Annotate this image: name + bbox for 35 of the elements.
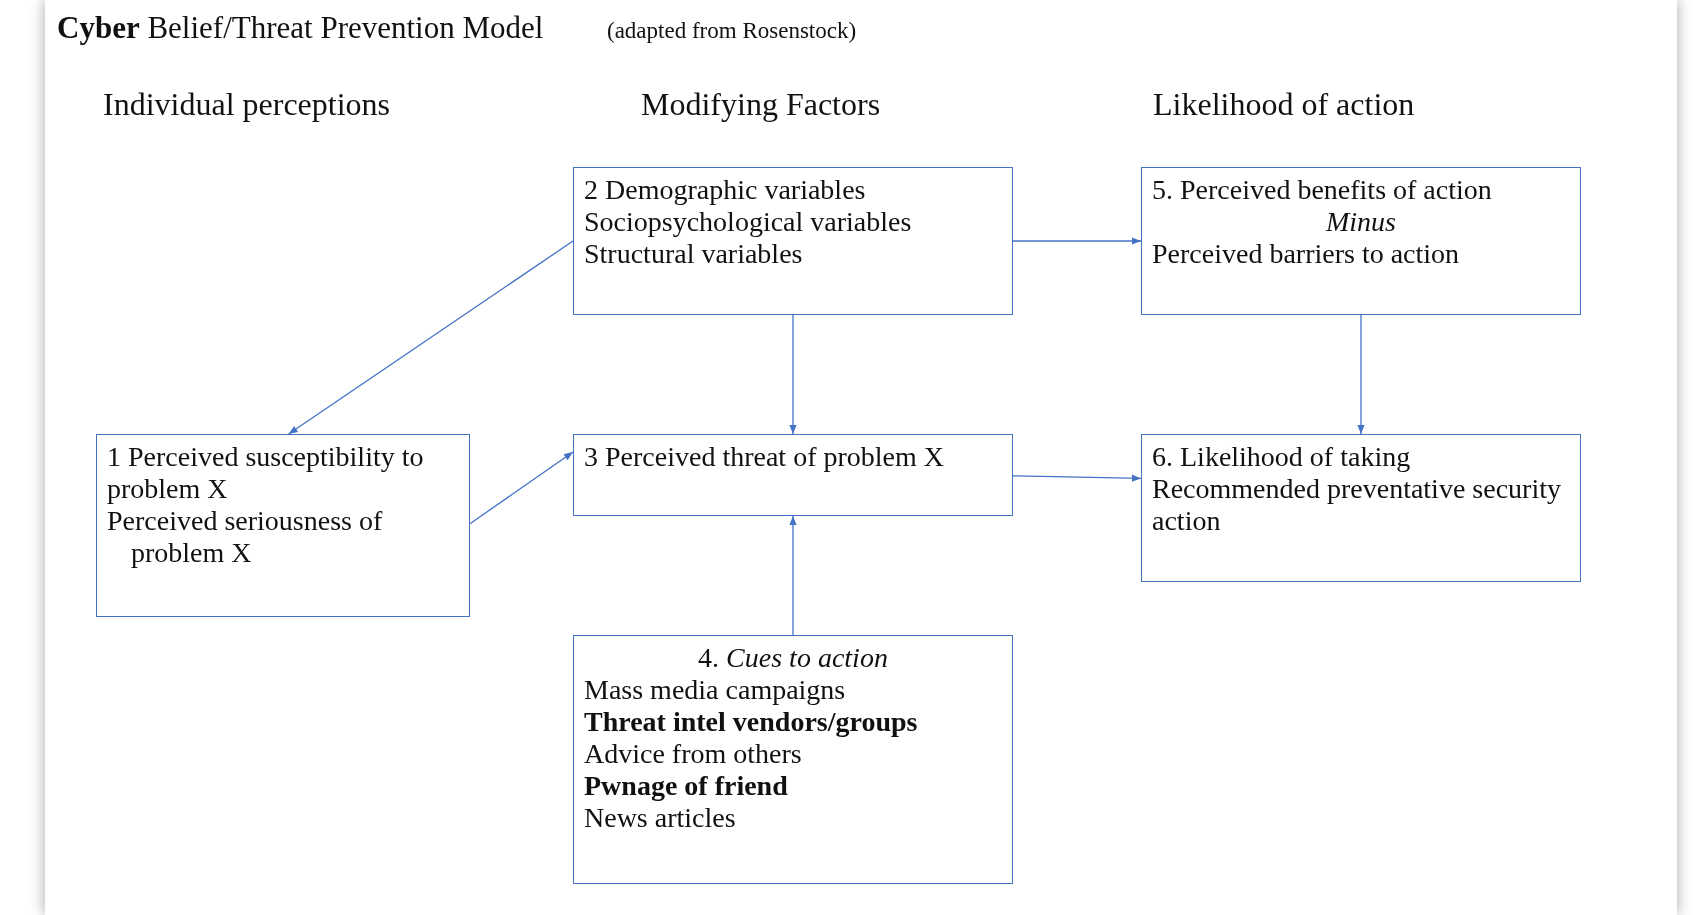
node-text: Threat intel vendors/groups bbox=[584, 706, 919, 738]
node-text: 4. Cues to action bbox=[697, 642, 889, 674]
node-text: 2 Demographic variables bbox=[584, 174, 867, 206]
process-box bbox=[573, 635, 1013, 884]
arrow bbox=[287, 240, 574, 435]
column-heading: Modifying Factors bbox=[641, 86, 881, 123]
process-box bbox=[1141, 167, 1581, 315]
node-text: 1 Perceived susceptibility to problem X bbox=[107, 441, 425, 505]
arrow bbox=[1357, 314, 1365, 435]
process-box bbox=[96, 434, 470, 617]
node-text: 5. Perceived benefits of action bbox=[1152, 174, 1493, 206]
process-box bbox=[1141, 434, 1581, 582]
node-text: Advice from others bbox=[584, 738, 803, 770]
diagram-title: Cyber Belief/Threat Prevention Model bbox=[57, 10, 544, 46]
node-text: Perceived barriers to action bbox=[1152, 238, 1461, 270]
node-text: Mass media campaigns bbox=[584, 674, 847, 706]
node-text: Minus bbox=[1324, 206, 1397, 238]
process-box bbox=[573, 167, 1013, 315]
node-text: Recommended preventative security action bbox=[1152, 473, 1562, 537]
node-text: Structural variables bbox=[584, 238, 804, 270]
node-text: News articles bbox=[584, 802, 737, 834]
arrow bbox=[469, 451, 574, 525]
node-text: 3 Perceived threat of problem X bbox=[584, 441, 945, 473]
process-box bbox=[573, 434, 1013, 516]
node-text: Sociopsychological variables bbox=[584, 206, 913, 238]
node-text: Pwnage of friend bbox=[584, 770, 789, 802]
node-text: Perceived seriousness of problem X bbox=[107, 505, 384, 569]
arrow bbox=[789, 515, 797, 636]
arrow bbox=[1012, 237, 1142, 245]
column-heading: Individual perceptions bbox=[103, 86, 391, 123]
arrow bbox=[789, 314, 797, 435]
column-heading: Likelihood of action bbox=[1153, 86, 1415, 123]
node-text: 6. Likelihood of taking bbox=[1152, 441, 1412, 473]
title-note: (adapted from Rosenstock) bbox=[607, 18, 857, 44]
arrow bbox=[1012, 474, 1142, 482]
